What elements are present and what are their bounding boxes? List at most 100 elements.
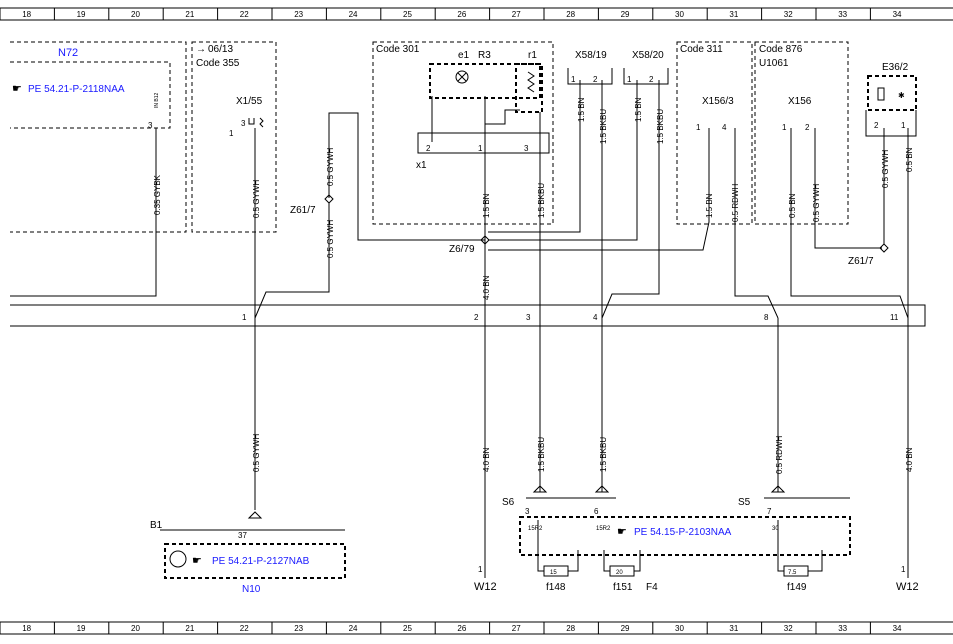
fuse-15-rating: 15 [550, 570, 557, 576]
arrow-icon: → [196, 44, 206, 55]
ruler-label: 26 [457, 10, 466, 19]
diode-icon: ✱ [898, 91, 905, 100]
wire-label: 0.5 GYWH [326, 220, 335, 258]
f4-label: F4 [646, 582, 658, 593]
code301-label: Code 301 [376, 44, 420, 55]
n72-pin-label: IN B12 [154, 92, 160, 108]
wire-label: 1.5 BKBU [656, 109, 665, 144]
ruler-label: 27 [512, 624, 521, 633]
e362-component: E36/2 ✱ 2 1 [865, 62, 917, 137]
wire-label: 1.5 BN [577, 97, 586, 122]
fuse-reference-link[interactable]: PE 54.15-P-2103NAA [634, 527, 732, 538]
ruler-label: 23 [294, 624, 303, 633]
ruler-label: 23 [294, 10, 303, 19]
s5-label: S5 [738, 497, 751, 508]
x155-pin1: 1 [229, 129, 234, 138]
n10-module: B1 37 ☛ PE 54.21-P-2127NAB N10 [150, 511, 346, 595]
w12-left-pin: 1 [478, 565, 483, 574]
ruler-label: 24 [349, 624, 358, 633]
b1-label: B1 [150, 520, 163, 531]
x1563-label: X156/3 [702, 96, 734, 107]
splice-pin11: 11 [890, 313, 899, 322]
fuse-75-rating: 7.5 [788, 570, 797, 576]
ruler-label: 18 [22, 10, 31, 19]
splice-z617-left-icon [324, 194, 334, 204]
code355-date: 06/13 [208, 44, 233, 55]
wire-label: 1.5 BKBU [599, 437, 608, 472]
ruler-label: 22 [240, 10, 249, 19]
s6-pin3: 3 [525, 507, 530, 516]
x155-pin: 3 [241, 119, 246, 128]
wire-label: 1.5 BN [705, 193, 714, 218]
ruler-label: 29 [621, 10, 630, 19]
code311-box: Code 311 X156/3 1 4 [676, 41, 753, 225]
pointer-hand-icon: ☛ [12, 83, 22, 95]
code301-box: Code 301 e1 R3 r1 2 1 3 x1 [372, 41, 554, 318]
ruler-label: 32 [784, 624, 793, 633]
s5-label-30: 30 [772, 526, 779, 532]
ruler-label: 19 [77, 624, 86, 633]
wire-label: 0.5 BN [788, 193, 797, 218]
wire-label: 1.5 BKBU [537, 183, 546, 218]
ruler-label: 20 [131, 624, 140, 633]
x5820-label: X58/20 [632, 50, 664, 61]
x5819-pin1: 1 [571, 75, 576, 84]
sensor-icon [169, 550, 187, 568]
ruler-label: 20 [131, 10, 140, 19]
ruler-label: 19 [77, 10, 86, 19]
n10-reference-link[interactable]: PE 54.21-P-2127NAB [212, 556, 310, 567]
u1061-label: U1061 [759, 58, 789, 69]
splice-pin4: 4 [593, 313, 598, 322]
x156-pin2: 2 [805, 123, 810, 132]
x1-pin3: 3 [524, 144, 529, 153]
n72-reference-link[interactable]: PE 54.21-P-2118NAA [28, 84, 125, 95]
ruler-label: 29 [621, 624, 630, 633]
ruler-label: 31 [729, 10, 738, 19]
z679-label: Z6/79 [449, 244, 475, 255]
b1-pin: 37 [238, 531, 247, 540]
wire-label: 1.5 BN [634, 97, 643, 122]
ruler-label: 31 [729, 624, 738, 633]
splice-bar: 1 2 3 4 8 11 [10, 304, 926, 327]
r1-label: r1 [528, 50, 537, 61]
x156-pin1: 1 [782, 123, 787, 132]
ruler-label: 33 [838, 10, 847, 19]
w12-left-label: W12 [474, 581, 497, 593]
ruler-label: 30 [675, 624, 684, 633]
n72-label: N72 [58, 47, 78, 59]
code876-box: Code 876 U1061 X156 1 2 [754, 41, 849, 225]
s6-label-15r2-a: 15R2 [528, 526, 543, 532]
wire-label: 0.5 GYWH [252, 180, 261, 218]
e362-label: E36/2 [882, 62, 909, 73]
wire-label: 1.5 BKBU [537, 437, 546, 472]
wire-label: 0.35 GYBK [153, 174, 162, 215]
x1563-pin4: 4 [722, 123, 727, 132]
w12-right-pin: 1 [901, 565, 906, 574]
wire-label: 0.5 RDWH [731, 184, 740, 222]
x1-label: x1 [416, 160, 427, 171]
splice-pin8: 8 [764, 313, 769, 322]
wire-label: 0.5 RDWH [775, 436, 784, 474]
pointer-hand-icon-n10: ☛ [192, 555, 202, 567]
code355-box: → 06/13 Code 355 X1/55 3 1 [191, 41, 277, 233]
e362-pin1: 1 [901, 121, 906, 130]
pointer-hand-icon-fuse: ☛ [617, 526, 627, 538]
lamp-icon [455, 70, 469, 84]
z617-left-label: Z61/7 [290, 205, 316, 216]
splice-pin2: 2 [474, 313, 479, 322]
resistor-icon [527, 71, 535, 93]
n72-pin-number: 3 [148, 121, 153, 130]
x5820-pin1: 1 [627, 75, 632, 84]
fuse-20-rating: 20 [616, 570, 623, 576]
ruler-label: 33 [838, 624, 847, 633]
heater-icon [877, 87, 885, 101]
n10-label: N10 [242, 584, 261, 595]
code876-label: Code 876 [759, 44, 803, 55]
w12-right-label: W12 [896, 581, 919, 593]
s6-label-15r2-b: 15R2 [596, 526, 611, 532]
n72-module: N72 ☛ PE 54.21-P-2118NAA 3 IN B12 [10, 41, 187, 233]
splice-pin3: 3 [526, 313, 531, 322]
